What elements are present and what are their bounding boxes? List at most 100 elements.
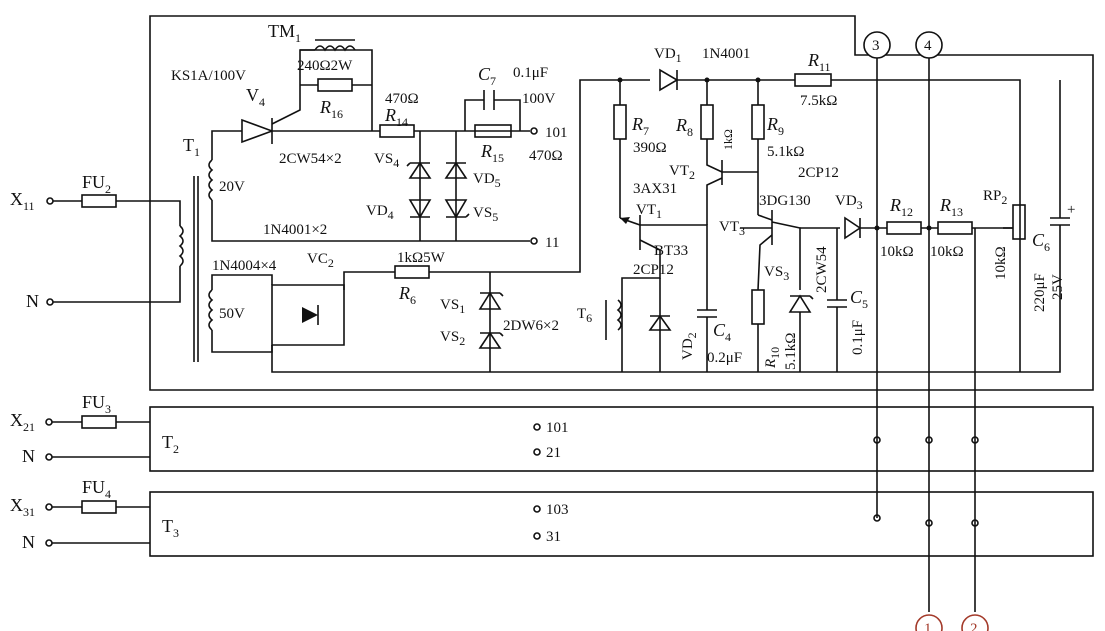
label-vd2: VD2 <box>680 332 699 360</box>
label-box2-t2: 21 <box>546 445 561 461</box>
resistor-r11 <box>794 73 832 87</box>
label-vt2: VT2 <box>669 163 695 182</box>
label-n-1: N <box>26 291 39 311</box>
marker-3: 3 <box>872 38 880 54</box>
label-vc2: VC2 <box>307 251 334 270</box>
label-c6-volt: 25V <box>1050 274 1066 300</box>
resistor-r7 <box>613 104 627 140</box>
capacitor-c7 <box>483 90 495 110</box>
label-c6: C6 <box>1032 230 1050 254</box>
fuse-fu4 <box>81 500 117 514</box>
t1-20v-coil <box>208 159 214 201</box>
label-vs2: VS2 <box>440 329 465 348</box>
label-vt1: VT1 <box>636 202 662 221</box>
label-r14-val: 470Ω <box>385 91 419 107</box>
label-vs4-spec: 2CW54×2 <box>279 151 342 167</box>
potentiometer-rp2 <box>1012 204 1026 240</box>
label-r12: R12 <box>889 195 913 219</box>
label-vs4: VS4 <box>374 151 399 170</box>
label-r6: R6 <box>398 283 416 307</box>
label-r9: R9 <box>766 114 784 138</box>
label-dw6: 2DW6×2 <box>503 318 559 334</box>
t1-50v-coil <box>208 289 214 331</box>
resistor-r12 <box>886 221 922 235</box>
label-v4-spec: KS1A/100V <box>171 68 246 84</box>
mains-input-x11 <box>46 176 199 362</box>
label-rp2: RP2 <box>983 188 1007 207</box>
label-vd5: VD5 <box>473 171 501 190</box>
label-n-3: N <box>22 532 35 552</box>
marker-4: 4 <box>924 38 932 54</box>
label-vs1: VS1 <box>440 297 465 316</box>
label-term-11: 11 <box>545 235 559 251</box>
capacitor-c5 <box>827 299 847 308</box>
label-t1: T1 <box>183 135 200 159</box>
label-vd4: VD4 <box>366 203 394 222</box>
label-c4-val: 0.2μF <box>707 350 742 366</box>
label-r10-val: 5.1kΩ <box>783 333 799 370</box>
t1-core <box>193 176 199 362</box>
resistor-r9 <box>751 104 765 140</box>
label-c6-val: 220μF <box>1032 273 1048 312</box>
label-r6-val: 1kΩ5W <box>397 250 446 266</box>
label-c7-val: 0.1μF <box>513 65 548 81</box>
label-r8-val: 1kΩ <box>721 129 735 150</box>
label-cp12-b: 2CP12 <box>798 165 839 181</box>
label-vt3-spec: 3DG130 <box>759 193 811 209</box>
resistor-r13 <box>937 221 973 235</box>
label-t2: T2 <box>162 432 179 456</box>
label-box2-t1: 101 <box>546 420 569 436</box>
label-tm1: TM1 <box>268 21 301 45</box>
resistor-r8 <box>700 104 714 140</box>
label-c4: C4 <box>713 320 731 344</box>
label-vs3: VS3 <box>764 264 789 283</box>
label-20v: 20V <box>219 179 245 195</box>
resistor-r10 <box>751 289 765 325</box>
bridge-vc2 <box>271 284 345 346</box>
label-x31: X31 <box>10 495 35 519</box>
label-vd1: VD1 <box>654 46 682 65</box>
label-box3-t1: 103 <box>546 502 569 518</box>
label-r15-val: 470Ω <box>529 148 563 164</box>
label-rp2-val: 10kΩ <box>993 246 1009 280</box>
output-bus <box>863 31 989 631</box>
resistor-r6 <box>394 265 430 279</box>
label-r15: R15 <box>480 141 504 165</box>
label-c7: C7 <box>478 64 496 88</box>
marker-1: 1 <box>924 621 932 631</box>
label-r8: R8 <box>675 115 693 139</box>
label-r9-val: 5.1kΩ <box>767 144 804 160</box>
label-t3: T3 <box>162 516 179 540</box>
top-rail <box>617 68 1021 372</box>
label-r7: R7 <box>631 114 649 138</box>
capacitor-c4 <box>697 309 717 318</box>
label-fu4: FU4 <box>82 477 111 501</box>
tm1-coil <box>314 45 356 52</box>
label-vd45-spec: 1N4001×2 <box>263 222 327 238</box>
label-c5: C5 <box>850 287 868 311</box>
power-supply-50v <box>211 79 1020 373</box>
label-r12-val: 10kΩ <box>880 244 914 260</box>
resistor-r16 <box>317 78 353 92</box>
component-labels: TM1 240Ω2W R16 KS1A/100V V4 T1 20V 470Ω … <box>10 21 1075 631</box>
board-t2 <box>45 406 1094 472</box>
label-v4: V4 <box>246 85 265 109</box>
label-c5-val: 0.1μF <box>850 320 866 355</box>
fuse-fu2 <box>81 194 117 208</box>
label-x21: X21 <box>10 410 35 434</box>
resistor-r15 <box>474 124 512 138</box>
label-50v: 50V <box>219 306 245 322</box>
amplifier-stage <box>700 80 847 372</box>
label-vs3-spec: 2CW54 <box>814 246 830 293</box>
label-box3-t2: 31 <box>546 529 561 545</box>
reference-network <box>844 80 1070 373</box>
label-t6: T6 <box>577 306 592 325</box>
label-vd3: VD3 <box>835 193 863 212</box>
label-vc2-spec: 1N4004×4 <box>212 258 277 274</box>
label-fu2: FU2 <box>82 172 111 196</box>
label-c7-volt: 100V <box>522 91 556 107</box>
board-outline <box>149 15 1094 391</box>
label-vt2-spec: 3AX31 <box>633 181 677 197</box>
label-c6-plus: + <box>1067 202 1075 218</box>
